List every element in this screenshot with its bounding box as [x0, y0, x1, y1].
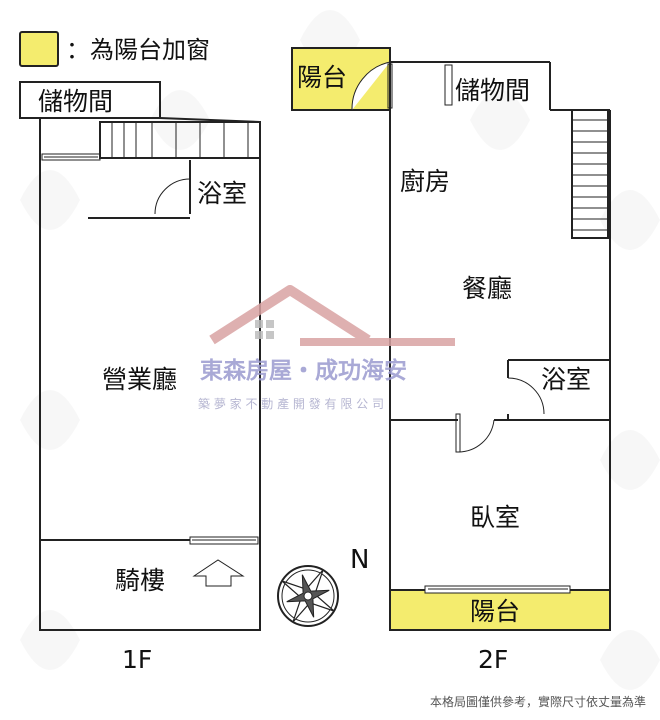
- entrance-arrow-icon: [192, 559, 245, 587]
- window-1f-arcade: [189, 536, 259, 545]
- balcony-top-label: 陽台: [297, 63, 347, 92]
- watermark: 東森房屋・成功海安 築 夢 家 不 動 產 開 發 有 限 公 司: [198, 285, 455, 411]
- window-2f-top: [387, 63, 393, 109]
- staircase-1f: [99, 121, 261, 159]
- bathroom-door-2f: [507, 377, 545, 415]
- staircase-2f: [571, 109, 609, 239]
- balcony-bottom-2f: [389, 589, 611, 631]
- balcony-bottom-label: 陽台: [470, 597, 520, 626]
- compass: [277, 565, 339, 627]
- bathroom-label-1f: 浴室: [197, 179, 247, 208]
- storage-room-1f: [19, 81, 161, 119]
- storage-door-2f: [444, 64, 453, 106]
- balcony-top-door: [351, 61, 391, 111]
- legend-swatch: [19, 31, 59, 67]
- legend-label: ：為陽台加窗: [66, 36, 210, 64]
- watermark-company: 東森房屋・成功海安: [200, 357, 407, 384]
- floor-1f-label: 1F: [122, 645, 152, 674]
- bathroom-label-2f: 浴室: [541, 365, 591, 394]
- bathroom-door-1f: [154, 178, 191, 215]
- kitchen-label: 廚房: [400, 167, 450, 196]
- window-1f-top: [41, 153, 101, 161]
- legend: ：為陽台加窗: [19, 31, 210, 67]
- business-hall-label: 營業廳: [102, 365, 177, 394]
- walls-1f: [39, 118, 261, 631]
- storage-label-2f: 儲物間: [455, 76, 530, 105]
- bedroom-door: [457, 419, 495, 453]
- arcade-label: 騎樓: [115, 566, 165, 595]
- disclaimer: 本格局圖僅供參考，實際尺寸依丈量為準: [430, 694, 646, 709]
- storage-label-1f: 儲物間: [38, 87, 113, 116]
- house-logo-icon: [209, 285, 371, 345]
- dining-label: 餐廳: [462, 274, 512, 303]
- compass-north-label: N: [350, 545, 369, 575]
- bathroom-2f: 浴室: [507, 359, 610, 420]
- watermark-subtitle: 築 夢 家 不 動 產 開 發 有 限 公 司: [198, 396, 384, 411]
- bedroom-label: 臥室: [470, 503, 520, 532]
- bathroom-1f: 浴室: [88, 160, 247, 219]
- floor-2f-label: 2F: [478, 645, 508, 674]
- floor-1f: 儲物間 浴室 營業廳: [19, 81, 261, 674]
